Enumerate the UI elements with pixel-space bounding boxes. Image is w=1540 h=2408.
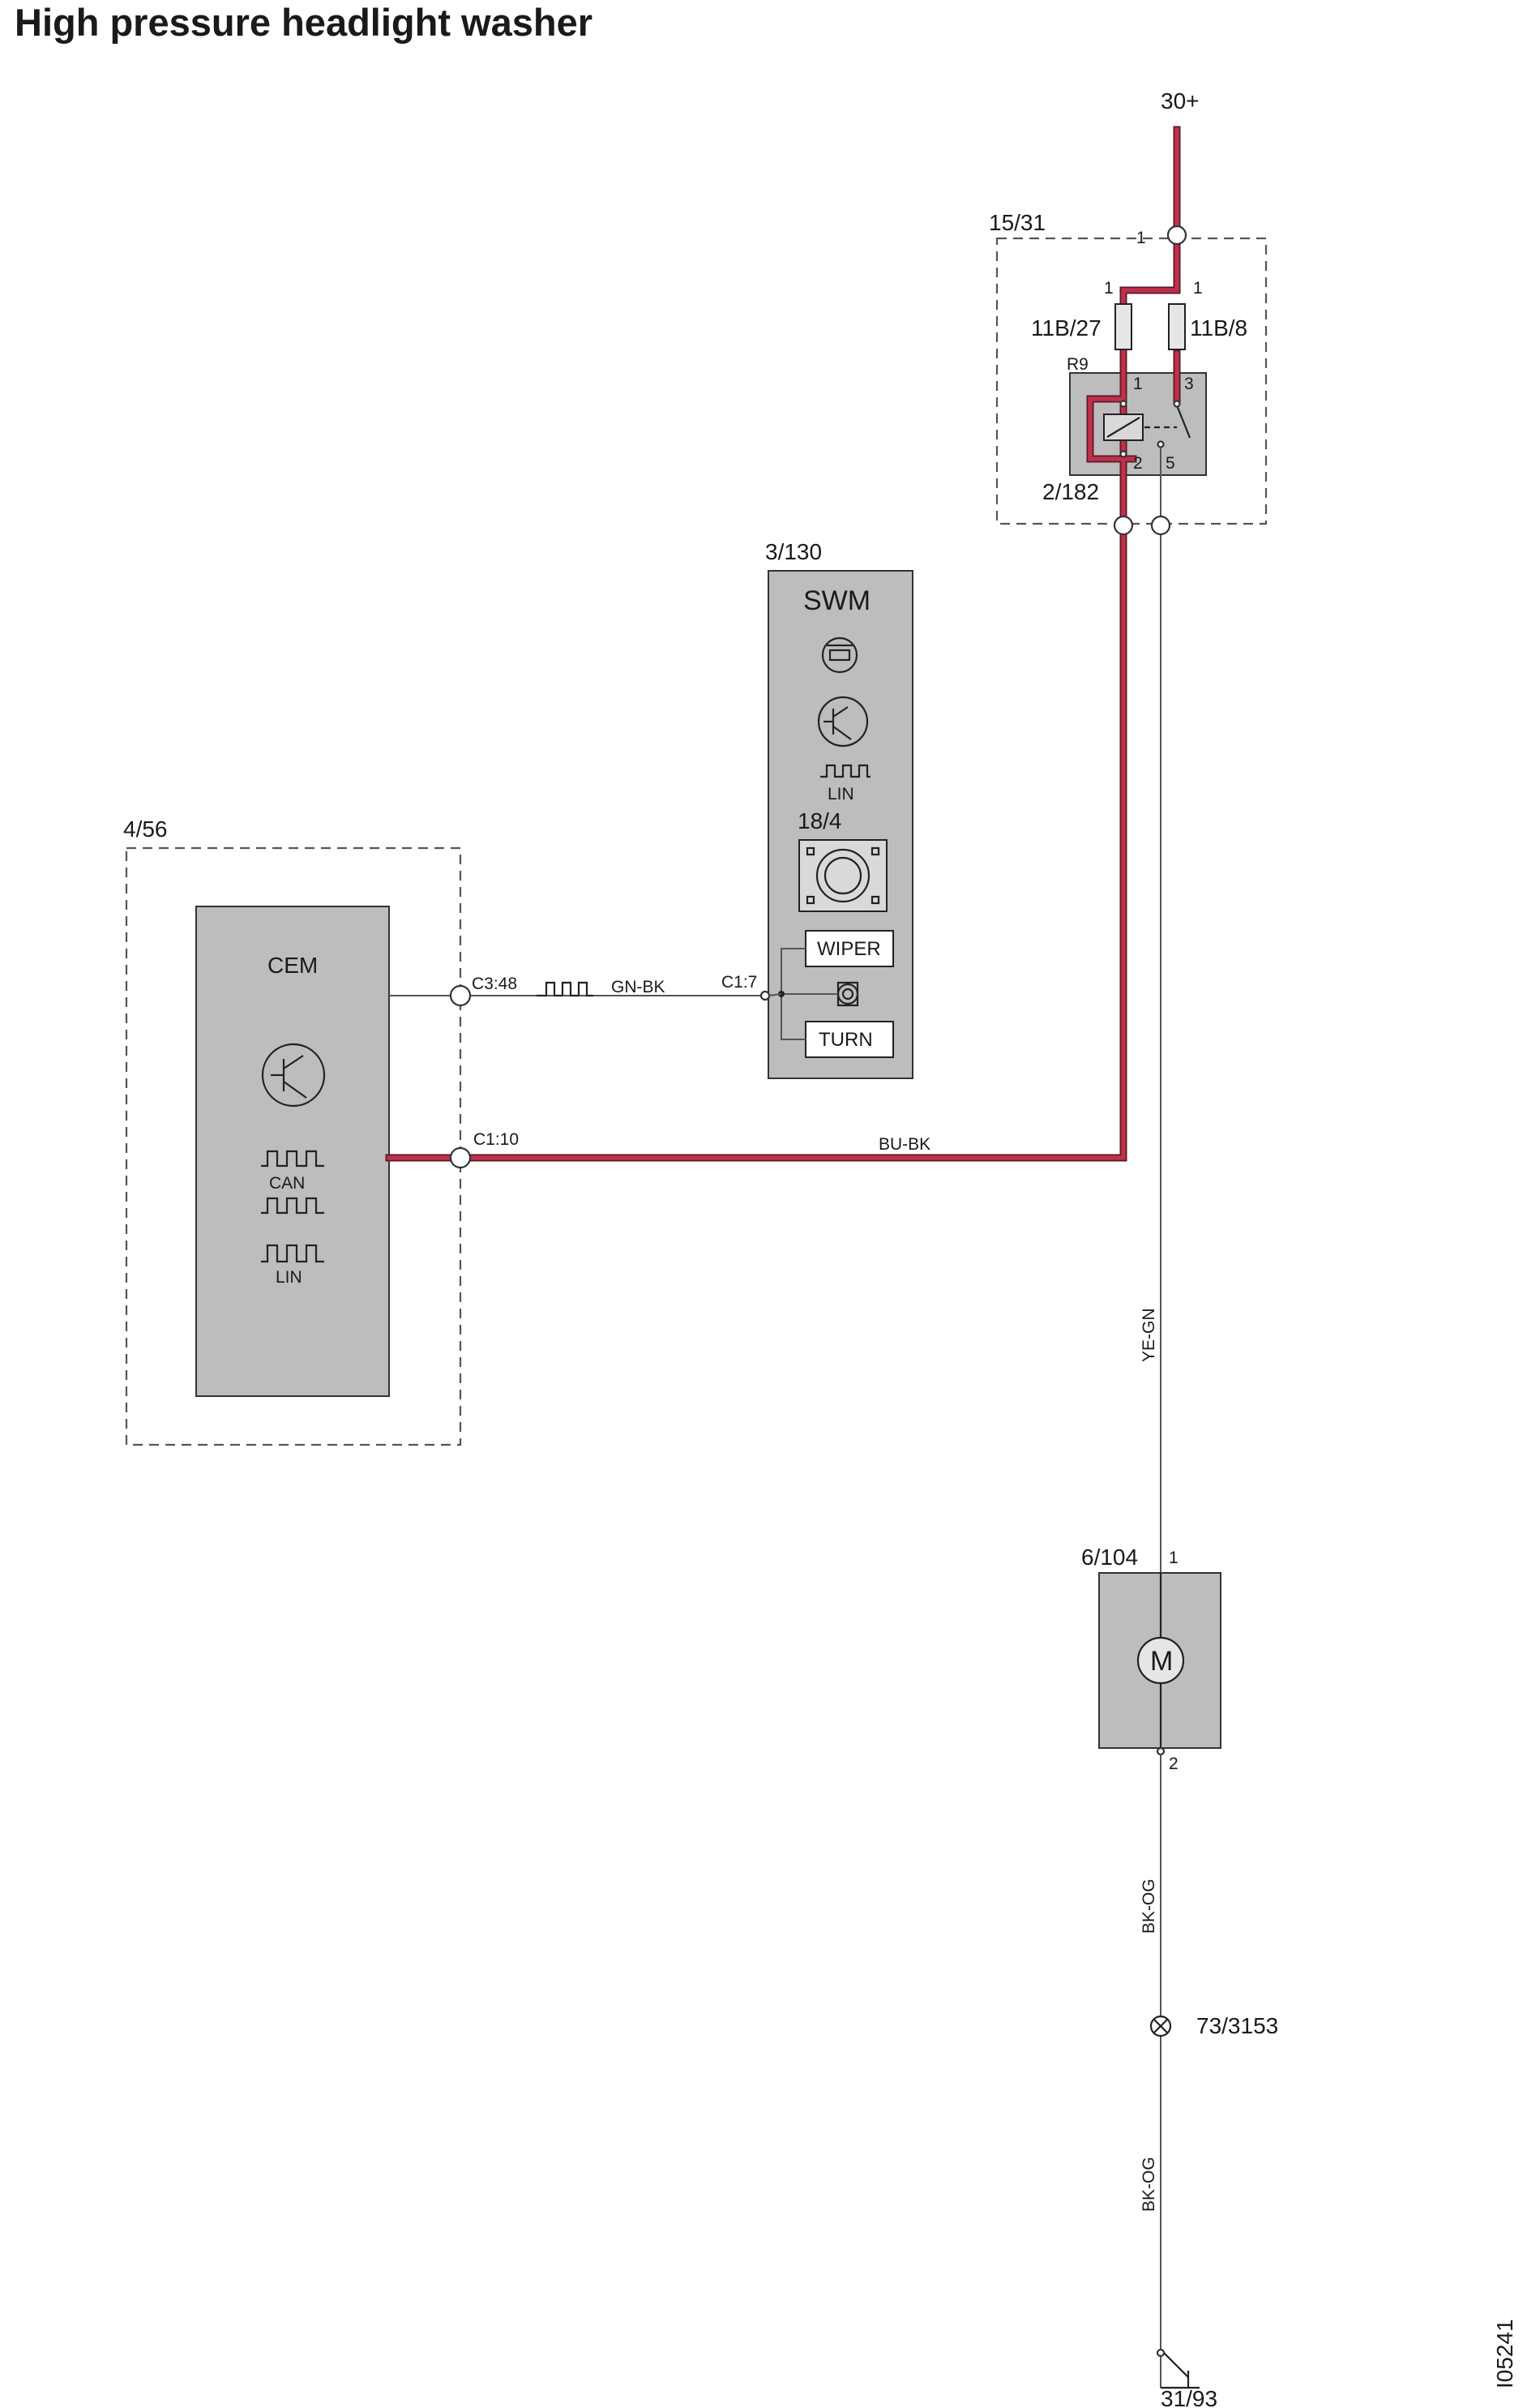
- wire-label-ye-gn: YE-GN: [1140, 1308, 1158, 1362]
- swm-switch-id: 18/4: [798, 808, 842, 833]
- fuse-box-input-connector: [1166, 225, 1187, 246]
- wiper-button-box: [805, 930, 894, 967]
- fuse-left-pin: 1: [1104, 279, 1114, 298]
- cem-box-outline: [125, 846, 462, 1446]
- fuse-box-id: 15/31: [989, 210, 1046, 235]
- cem-bus-label-can: CAN: [269, 1174, 305, 1193]
- cem-pin-relay: C1:10: [473, 1130, 519, 1149]
- relay-pin-2: 2: [1133, 454, 1143, 473]
- cem-id: 4/56: [123, 816, 168, 842]
- connector-2-182-b: [1150, 515, 1171, 536]
- connector-2-182-a: [1113, 515, 1134, 536]
- transistor-icon: [817, 696, 869, 748]
- swm-lin-wave-icon: [820, 764, 871, 778]
- swm-pin-connector: [759, 990, 771, 1001]
- relay-pin-5: 5: [1166, 454, 1175, 473]
- fuse-right: [1168, 303, 1186, 350]
- fuse-left: [1114, 303, 1132, 350]
- cem-transistor-icon: [261, 1043, 326, 1108]
- motor-icon: [1136, 1573, 1185, 1748]
- cem-bus-label-lin: LIN: [276, 1268, 302, 1287]
- steering-wheel-icon: [821, 636, 858, 674]
- cem-connector-c3-48: [449, 984, 472, 1007]
- relay-id: R9: [1067, 355, 1089, 374]
- swm-bus-label: LIN: [828, 785, 854, 803]
- powered-wires: [393, 126, 1181, 1162]
- figure-id: I05241: [1492, 2319, 1517, 2389]
- turn-button-label: TURN: [819, 1029, 873, 1051]
- switch-18-4-icon: [798, 839, 888, 912]
- signal-wave-icon: [537, 981, 593, 997]
- motor-pin-top: 1: [1169, 1549, 1179, 1567]
- fuse-right-pin: 1: [1193, 279, 1203, 298]
- swm-id: 3/130: [765, 539, 822, 564]
- cem-name: CEM: [267, 953, 318, 978]
- fuse-right-id: 11B/8: [1190, 315, 1247, 341]
- cem-connector-c1-10: [449, 1146, 472, 1169]
- wire-label-bk-og-1: BK-OG: [1140, 1879, 1158, 1934]
- motor-id: 6/104: [1081, 1545, 1138, 1570]
- ground-point-id: 73/3153: [1196, 2013, 1278, 2038]
- swm-name: SWM: [803, 585, 871, 616]
- wire-label-bk-og-2: BK-OG: [1140, 2157, 1158, 2212]
- relay-switch-arm: [1175, 405, 1191, 439]
- cem-can-wave-top-icon: [261, 1150, 324, 1168]
- cem-lin-wave-icon: [261, 1244, 324, 1263]
- motor-pin-bottom: 2: [1169, 1755, 1179, 1773]
- swm-pin: C1:7: [721, 973, 757, 992]
- relay-pin-1: 1: [1133, 375, 1143, 393]
- ground-symbol-icon: [1156, 2348, 1200, 2389]
- ground-label: 31/93: [1161, 2386, 1217, 2408]
- cem-pin-signal: C3:48: [472, 975, 517, 993]
- motor-symbol: M: [1150, 1646, 1173, 1677]
- supply-label: 30+: [1161, 88, 1200, 114]
- turn-button-box: [805, 1021, 894, 1058]
- wire-label-bu-bk: BU-BK: [879, 1135, 930, 1154]
- wire-label-gn-bk: GN-BK: [611, 978, 665, 996]
- fuse-box-connector: 2/182: [1042, 479, 1099, 504]
- diagram-title: High pressure headlight washer: [15, 1, 592, 44]
- fuse-box-input-pin: 1: [1136, 229, 1146, 247]
- relay-pin-3: 3: [1184, 375, 1194, 393]
- ground-point-icon: [1149, 2015, 1172, 2037]
- wiper-button-label: WIPER: [817, 938, 881, 960]
- cem-can-wave-bottom-icon: [261, 1197, 324, 1215]
- fuse-left-id: 11B/27: [1031, 315, 1102, 341]
